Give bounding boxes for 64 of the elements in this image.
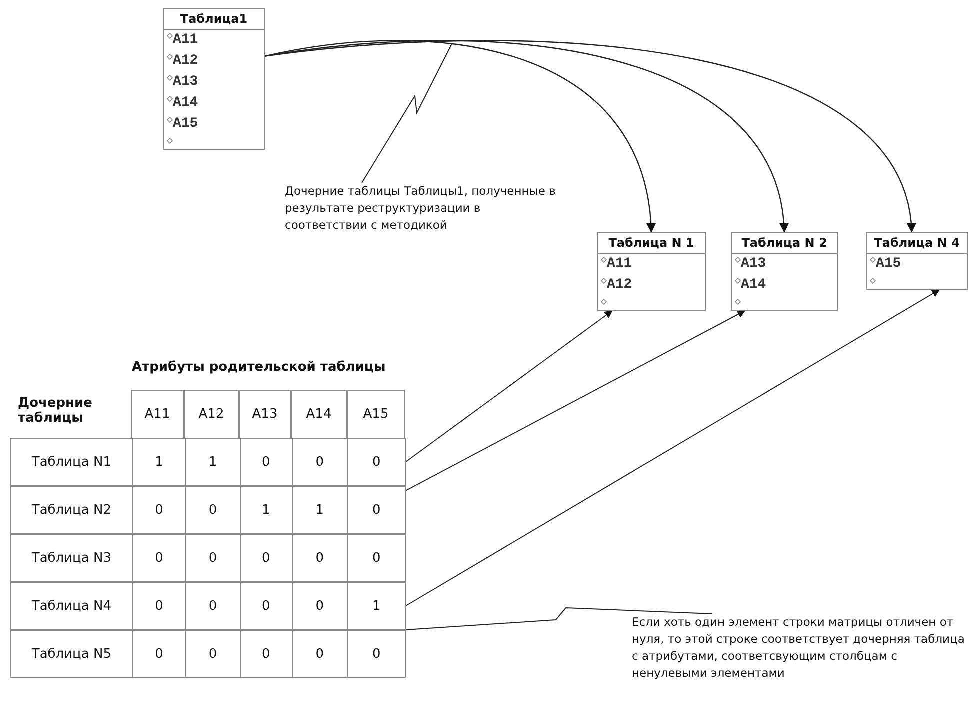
table-row: [10, 582, 406, 630]
arrow: [406, 290, 940, 606]
attribute-name: A15: [173, 115, 198, 134]
entity-title: Таблица1: [164, 9, 264, 30]
table-cell: 1: [240, 487, 292, 533]
table-cell: 0: [185, 631, 240, 677]
table-cell: 0: [132, 487, 186, 533]
row-header-cell-text: Таблица N3: [30, 550, 112, 568]
arrow: [406, 310, 613, 462]
leader-line: [362, 44, 452, 184]
arrow: [406, 310, 746, 492]
attribute-name: A11: [173, 31, 198, 50]
table-cell: 0: [347, 487, 405, 533]
table-row: [10, 486, 406, 534]
table-cell: 0: [185, 487, 240, 533]
column-header-cell: A15: [347, 390, 405, 439]
attribute-name: A15: [876, 255, 902, 274]
attribute-name: A12: [607, 276, 632, 295]
entity-box: [731, 232, 838, 311]
attribute-name: A11: [607, 255, 632, 274]
row-header-cell-text: Таблица N4: [30, 598, 112, 616]
table-cell: 0: [347, 535, 405, 581]
column-heading: Дочерние таблицы: [18, 396, 94, 426]
table-cell: 0: [240, 535, 292, 581]
arrow: [264, 40, 656, 233]
table-cell: 1: [347, 583, 405, 629]
table-cell: 0: [132, 583, 186, 629]
table-cell: 0: [292, 631, 348, 677]
attribute-name: A13: [741, 255, 766, 274]
entity-box: [597, 232, 706, 311]
arrow: [264, 40, 788, 233]
column-header-cell: A14: [291, 390, 347, 439]
entity-title: Таблица N 2: [732, 233, 837, 254]
table-cell: 0: [347, 631, 405, 677]
entity-title: Таблица N 4: [867, 233, 967, 254]
entity-title: Таблица N 1: [598, 233, 705, 254]
callout-text: Дочерние таблицы Таблицы1, полученные в результате реструктуризации в соответствии с методикой: [285, 183, 560, 234]
table-cell: 0: [185, 535, 240, 581]
column-header-cell: A13: [239, 390, 291, 439]
attribute-name: A14: [173, 94, 198, 113]
row-header-cell-text: Таблица N2: [30, 502, 112, 520]
table-row: [10, 630, 406, 678]
table-cell: 0: [292, 583, 348, 629]
attribute-name: A13: [173, 73, 198, 92]
column-header-cell: A12: [184, 390, 239, 439]
column-header-cell: A11: [131, 390, 184, 439]
table-cell: 0: [240, 631, 292, 677]
table-cell: 0: [292, 535, 348, 581]
table-cell: 1: [292, 487, 348, 533]
table-cell: 0: [185, 583, 240, 629]
row-header-cell-text: Таблица N5: [30, 646, 112, 664]
entity-box: [866, 232, 968, 290]
table-title: Атрибуты родительской таблицы: [132, 360, 386, 375]
callout-text: Если хоть один элемент строки матрицы отличен от нуля, то этой строке соответствует дочерняя таблица с атрибутами, соответсвующим столбцам с ненулевыми элементами: [632, 614, 966, 682]
table-row: [10, 534, 406, 582]
attribute-name: A14: [741, 276, 766, 295]
table-cell: 0: [132, 631, 186, 677]
row-header-cell-text: Таблица N1: [30, 454, 112, 472]
table-row: [10, 438, 406, 486]
attribute-name: A12: [173, 52, 198, 71]
entity-box: [163, 8, 265, 150]
table-cell: 0: [132, 535, 186, 581]
arrow: [264, 40, 915, 233]
table-cell: 0: [240, 583, 292, 629]
